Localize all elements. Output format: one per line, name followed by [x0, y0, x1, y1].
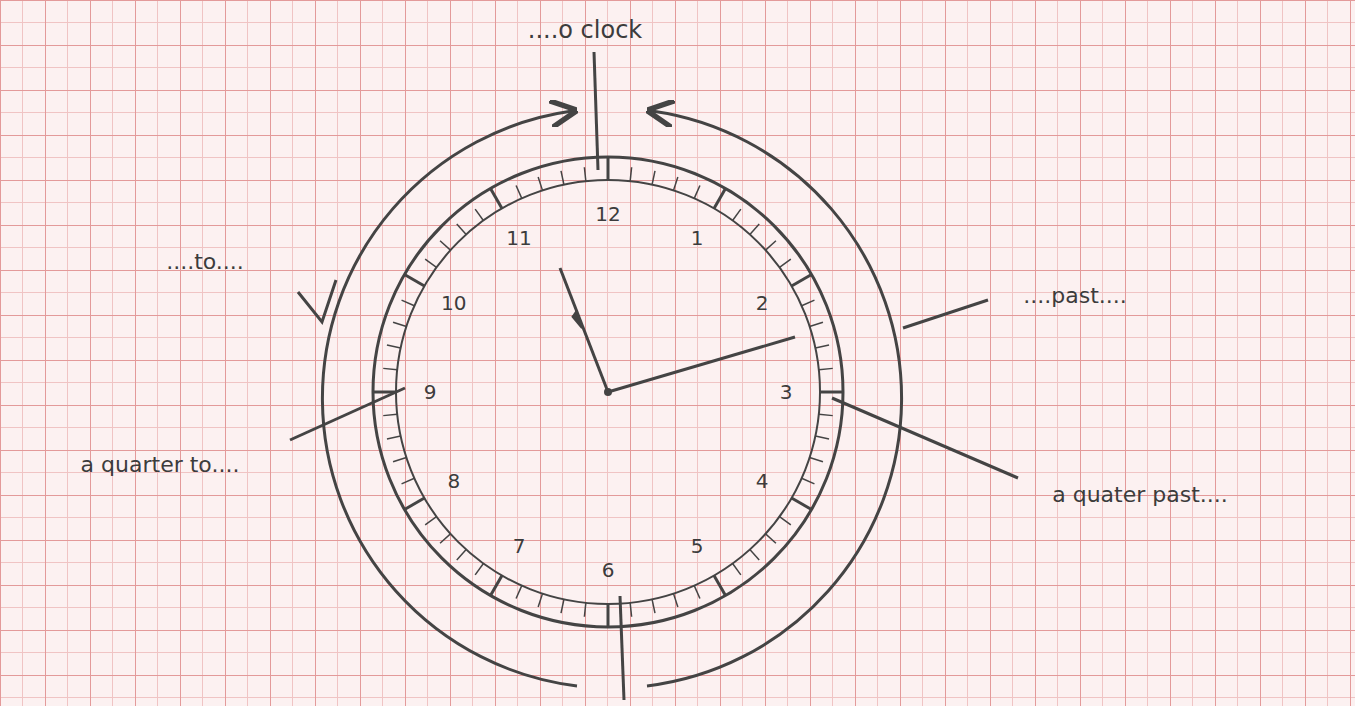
minute-tick	[538, 177, 542, 190]
minute-tick	[750, 224, 759, 234]
clock-number: 12	[595, 203, 620, 225]
minute-tick	[387, 436, 401, 439]
quarter-past-label: a quater past....	[1052, 483, 1228, 507]
minute-tick	[815, 345, 829, 348]
minute-tick	[383, 368, 397, 369]
minute-tick	[630, 167, 631, 181]
clock-number: 8	[447, 470, 460, 492]
minute-tick	[819, 414, 833, 415]
minute-tick	[538, 594, 542, 607]
past-label: ....past....	[1023, 284, 1126, 308]
minute-tick	[584, 167, 585, 181]
minute-tick	[425, 259, 436, 267]
minute-tick	[792, 275, 812, 287]
minute-tick	[584, 603, 585, 617]
minute-ticks	[373, 157, 843, 627]
minute-tick	[652, 599, 655, 613]
clock-number: 2	[756, 292, 769, 314]
minute-tick	[792, 498, 812, 510]
minute-tick	[516, 586, 522, 599]
minute-tick	[674, 594, 678, 607]
minute-tick	[475, 564, 483, 575]
minute-tick	[383, 414, 397, 415]
minute-tick	[404, 275, 424, 287]
minute-tick	[652, 171, 655, 185]
leader-line	[290, 388, 405, 440]
minute-tick	[457, 224, 466, 234]
minute-tick	[694, 586, 700, 599]
minute-tick	[425, 517, 436, 525]
minute-tick	[402, 478, 415, 484]
clock-number: 5	[691, 535, 704, 557]
clock-number: 4	[756, 470, 769, 492]
minute-tick	[733, 564, 741, 575]
minute-tick	[819, 368, 833, 369]
clock-number: 1	[691, 227, 704, 249]
minute-tick	[750, 550, 759, 560]
clock-number: 9	[424, 381, 437, 403]
hour-hand-mark	[572, 310, 582, 328]
minute-tick	[393, 458, 406, 462]
to-arc	[322, 111, 577, 686]
clock-centre	[604, 388, 612, 396]
minute-tick	[810, 458, 823, 462]
minute-hand	[608, 337, 795, 392]
minute-tick	[802, 300, 815, 306]
minute-tick	[766, 534, 776, 543]
quarter-to-label: a quarter to....	[81, 453, 240, 477]
minute-tick	[766, 241, 776, 250]
clock-number: 10	[441, 292, 466, 314]
minute-tick	[457, 550, 466, 560]
minute-tick	[404, 498, 424, 510]
leader-line	[903, 300, 988, 328]
minute-tick	[387, 345, 401, 348]
minute-tick	[440, 534, 450, 543]
oclock-label: ....o clock	[528, 17, 642, 43]
minute-tick	[780, 517, 791, 525]
minute-tick	[491, 576, 503, 596]
minute-tick	[630, 603, 631, 617]
minute-tick	[810, 322, 823, 326]
minute-tick	[714, 576, 726, 596]
minute-tick	[802, 478, 815, 484]
minute-tick	[694, 186, 700, 199]
clock-rim	[373, 157, 843, 627]
minute-tick	[491, 188, 503, 208]
minute-tick	[440, 241, 450, 250]
minute-tick	[815, 436, 829, 439]
minute-tick	[516, 186, 522, 199]
minute-tick	[393, 322, 406, 326]
minute-tick	[402, 300, 415, 306]
minute-tick	[820, 391, 843, 394]
clock-number: 7	[513, 535, 526, 557]
minute-tick	[714, 188, 726, 208]
tick-mark	[298, 280, 336, 322]
hour-hand	[560, 268, 608, 392]
minute-tick	[561, 599, 564, 613]
minute-tick	[780, 259, 791, 267]
minute-tick	[674, 177, 678, 190]
minute-tick	[607, 604, 610, 627]
leader-line	[832, 398, 1018, 478]
minute-tick	[561, 171, 564, 185]
clock-number: 3	[780, 381, 793, 403]
clock-inner-rim	[396, 180, 820, 604]
six-line	[620, 596, 624, 700]
to-label: ....to....	[166, 250, 244, 274]
minute-tick	[733, 209, 741, 220]
clock-number: 6	[602, 559, 615, 581]
past-arc	[647, 111, 902, 686]
clock-number: 11	[506, 227, 531, 249]
twelve-line	[594, 52, 598, 170]
minute-tick	[607, 157, 610, 180]
minute-tick	[475, 209, 483, 220]
